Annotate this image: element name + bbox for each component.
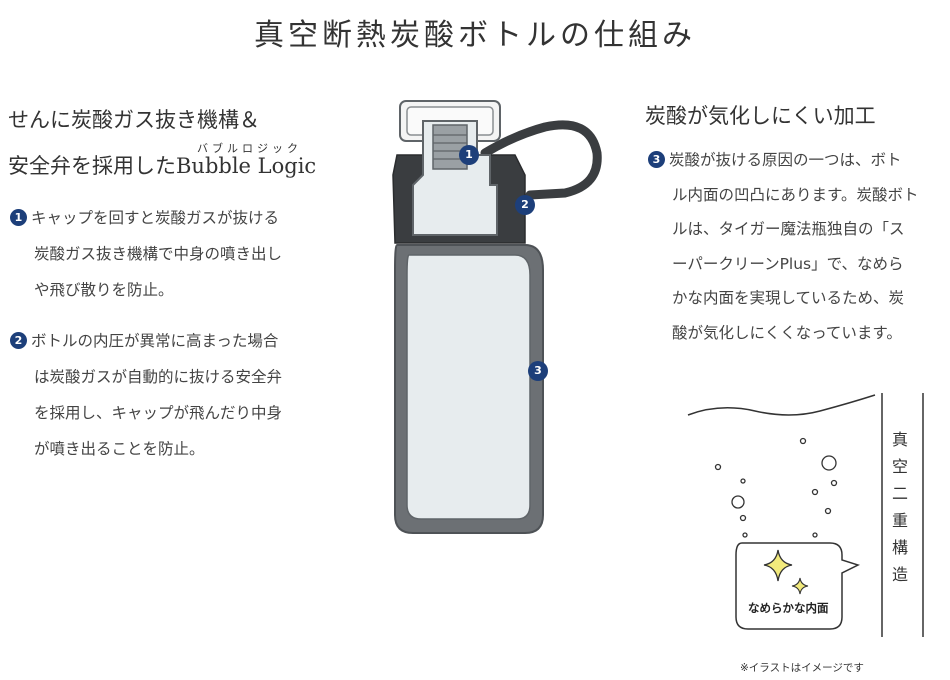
sparkle-small-icon	[791, 577, 809, 595]
vertical-label-char: 重	[891, 511, 908, 530]
bubble-illustration	[687, 393, 924, 637]
feature-3-line: ーパークリーンPlus」で、なめら	[672, 254, 904, 273]
bottle-handle	[480, 120, 602, 200]
bottle-badge-3: 3	[528, 361, 548, 381]
bottle-inner-body	[406, 254, 531, 520]
feature-3-line: ルは、タイガー魔法瓶独自の「ス	[672, 220, 905, 238]
vertical-label-char: 真	[891, 430, 908, 449]
feature-2-line: を採用し、キャップが飛んだり中身	[34, 404, 283, 422]
feature-3-line: かな内面を実現しているため、炭	[672, 289, 905, 307]
bottle-badge-1: 1	[459, 145, 479, 165]
vertical-label-char: 空	[891, 457, 908, 476]
sparkle-large-icon	[763, 549, 793, 582]
feature-2-line: は炭酸ガスが自動的に抜ける安全弁	[34, 368, 283, 386]
vertical-label-char: 二	[891, 484, 908, 503]
right-heading: 炭酸が気化しにくい加工	[645, 104, 876, 128]
feature-1-line: キャップを回すと炭酸ガスが抜ける	[31, 209, 280, 227]
liquid-surface-line	[687, 394, 876, 416]
ruby-text: バブルロジック	[197, 142, 302, 155]
feature-1-line: や飛び散りを防止。	[34, 281, 174, 299]
number-badge-2: 2	[10, 332, 27, 349]
vertical-label: 真 空 二 重 構 造	[886, 426, 914, 588]
feature-3-line: 炭酸が抜ける原因の一つは、ボト	[669, 151, 902, 169]
bubbles	[714, 437, 838, 538]
bottle-illustration	[392, 100, 602, 534]
page-title: 真空断熱炭酸ボトルの仕組み	[254, 18, 696, 53]
left-heading-line2: 安全弁を採用したBubble Logic	[8, 154, 317, 178]
number-badge-1: 1	[10, 209, 27, 226]
feature-1-line: 炭酸ガス抜き機構で中身の噴き出し	[34, 245, 283, 263]
bubble-text: なめらかな内面	[748, 601, 829, 615]
bottle-badge-2: 2	[515, 195, 535, 215]
feature-2-line: ボトルの内圧が異常に高まった場合	[31, 332, 279, 350]
feature-2-line: が噴き出ることを防止。	[34, 440, 205, 458]
left-heading-line1: せんに炭酸ガス抜き機構＆	[8, 108, 260, 132]
number-badge-3: 3	[648, 151, 665, 168]
vertical-label-char: 造	[891, 565, 908, 584]
illustration-note: ※イラストはイメージです	[740, 662, 864, 674]
vertical-label-char: 構	[891, 538, 908, 557]
feature-3-line: 酸が気化しにくくなっています。	[672, 323, 902, 342]
feature-3-line: ル内面の凹凸にあります。炭酸ボト	[672, 185, 919, 204]
